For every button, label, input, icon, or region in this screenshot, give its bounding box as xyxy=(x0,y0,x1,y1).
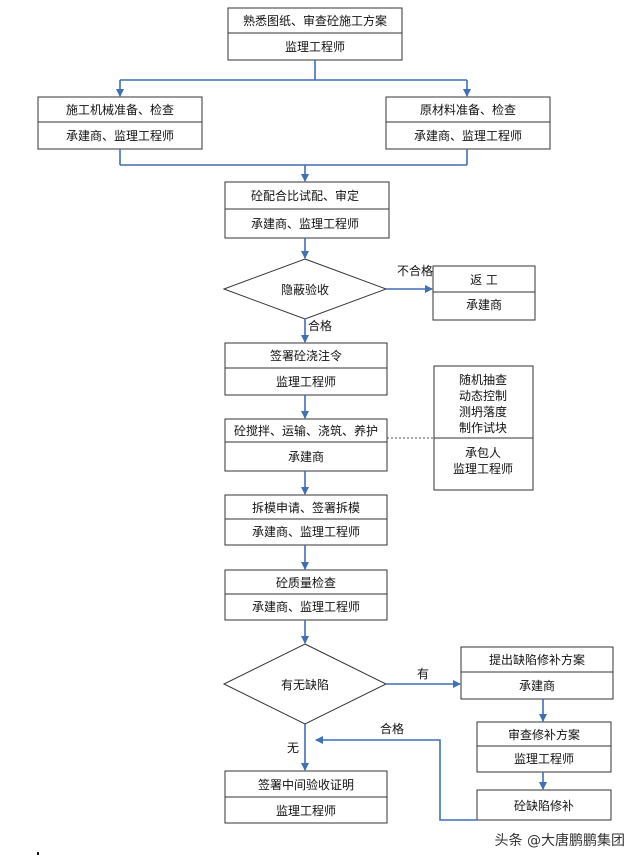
step-title: 原材料准备、检查 xyxy=(420,102,516,117)
step-role: 承建商、监理工程师 xyxy=(66,128,174,143)
decision-label: 有无缺陷 xyxy=(281,677,329,692)
step-title: 返 工 xyxy=(470,273,498,287)
step-review-drawings: 熟悉图纸、审查砼施工方案 监理工程师 xyxy=(227,7,403,61)
step-title: 签署砼浇注令 xyxy=(270,348,342,363)
edge-label-fail: 不合格 xyxy=(397,263,433,278)
step-title: 审查修补方案 xyxy=(508,727,580,742)
step-quality-inspection: 砼质量检查 承建商、监理工程师 xyxy=(224,569,388,621)
side-role: 监理工程师 xyxy=(453,461,513,476)
step-interim-acceptance: 签署中间验收证明 监理工程师 xyxy=(224,770,388,824)
step-role: 监理工程师 xyxy=(276,803,336,818)
side-control-box: 随机抽查 动态控制 测坍落度 制作试块 承包人 监理工程师 xyxy=(433,365,534,491)
step-role: 监理工程师 xyxy=(285,39,345,54)
step-title: 熟悉图纸、审查砼施工方案 xyxy=(243,13,387,28)
step-title: 砼配合比试配、审定 xyxy=(251,188,359,203)
step-title: 拆模申请、签署拆模 xyxy=(252,500,360,515)
step-mix-pour-cure: 砼搅拌、运输、浇筑、养护 承建商 xyxy=(224,418,388,472)
step-formwork-removal: 拆模申请、签署拆模 承建商、监理工程师 xyxy=(224,494,388,546)
side-line: 动态控制 xyxy=(459,389,507,403)
loop-arrow xyxy=(315,736,477,821)
decision-concealed-acceptance: 隐蔽验收 xyxy=(222,258,388,320)
step-machinery-check: 施工机械准备、检查 承建商、监理工程师 xyxy=(37,96,203,150)
step-title: 施工机械准备、检查 xyxy=(66,102,174,117)
edge-label-has: 有 xyxy=(417,667,429,681)
side-line: 随机抽查 xyxy=(459,372,507,387)
step-defect-repair: 砼缺陷修补 xyxy=(476,789,612,821)
step-role: 承建商、监理工程师 xyxy=(414,128,522,143)
step-material-check: 原材料准备、检查 承建商、监理工程师 xyxy=(385,96,551,150)
step-role: 承建商 xyxy=(288,449,324,464)
decision-label: 隐蔽验收 xyxy=(281,282,329,297)
step-repair-review: 审查修补方案 监理工程师 xyxy=(476,721,612,773)
step-role: 承建商 xyxy=(466,297,502,312)
step-pour-order: 签署砼浇注令 监理工程师 xyxy=(224,342,388,396)
step-rework: 返 工 承建商 xyxy=(432,265,536,321)
edge-label-pass2: 合格 xyxy=(380,721,404,736)
step-role: 承建商、监理工程师 xyxy=(252,524,360,539)
step-title: 签署中间验收证明 xyxy=(258,777,354,792)
step-mix-proportion: 砼配合比试配、审定 承建商、监理工程师 xyxy=(224,181,390,239)
step-title: 砼质量检查 xyxy=(276,575,336,590)
step-role: 监理工程师 xyxy=(514,751,574,766)
step-role: 承建商、监理工程师 xyxy=(251,216,359,231)
step-role: 承建商 xyxy=(519,678,555,693)
step-role: 承建商、监理工程师 xyxy=(252,599,360,614)
side-line: 测坍落度 xyxy=(459,404,507,419)
step-title: 提出缺陷修补方案 xyxy=(489,652,585,667)
decision-defects: 有无缺陷 xyxy=(222,643,388,725)
step-title: 砼搅拌、运输、浇筑、养护 xyxy=(234,423,378,438)
side-line: 制作试块 xyxy=(459,420,507,435)
watermark: 头条 @大唐鹏鹏集团 xyxy=(495,832,625,849)
side-role: 承包人 xyxy=(465,446,501,460)
step-role: 监理工程师 xyxy=(276,374,336,389)
step-repair-proposal: 提出缺陷修补方案 承建商 xyxy=(460,646,614,700)
edge-label-none: 无 xyxy=(287,741,299,755)
step-title: 砼缺陷修补 xyxy=(514,798,574,813)
dot-mark xyxy=(37,852,39,855)
edge-label-pass: 合格 xyxy=(308,318,332,333)
